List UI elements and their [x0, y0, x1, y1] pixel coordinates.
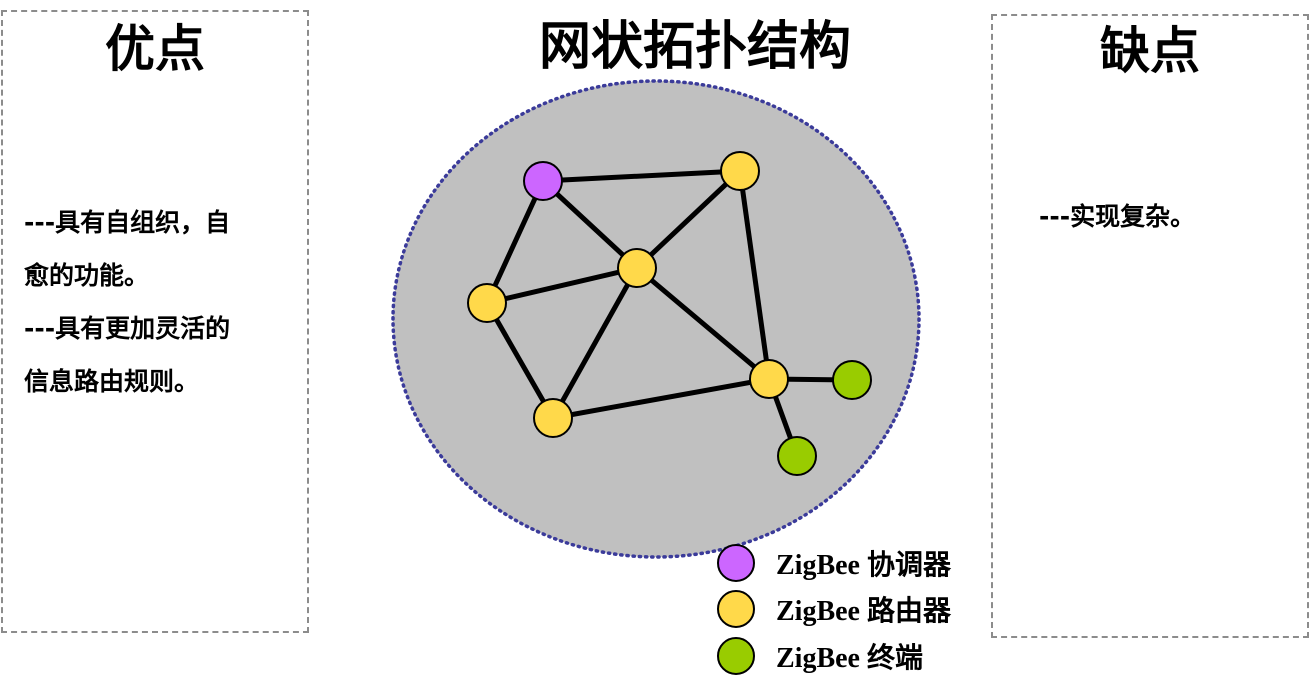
- legend-coordinator-label: ZigBee 协调器: [776, 549, 952, 581]
- advantages-line: ---具有更加灵活的: [24, 314, 231, 343]
- legend-coordinator-icon: [717, 544, 755, 582]
- legend-router-icon: [717, 590, 755, 628]
- disadvantages-panel: 缺点 ---实现复杂。: [991, 14, 1309, 638]
- diagram-title: 网状拓扑结构: [538, 17, 851, 77]
- router-node: [617, 248, 657, 288]
- network-area: [391, 79, 921, 559]
- advantages-panel: 优点 ---具有自组织，自 愈的功能。 ---具有更加灵活的 信息路由规则。: [1, 10, 309, 633]
- link-n1-n2: [542, 168, 741, 184]
- legend-router-label: ZigBee 路由器: [776, 595, 952, 627]
- router-node: [533, 398, 573, 438]
- advantages-text: ---具有自组织，自 愈的功能。 ---具有更加灵活的 信息路由规则。: [24, 196, 294, 408]
- link-n3-n4: [486, 265, 638, 306]
- coordinator-node: [523, 161, 563, 201]
- link-n3-n5: [550, 266, 640, 420]
- disadvantages-line: ---实现复杂。: [1039, 202, 1196, 231]
- router-node: [467, 283, 507, 323]
- disadvantages-heading: 缺点: [1100, 22, 1200, 80]
- advantages-heading: 优点: [105, 20, 205, 78]
- link-n1-n3: [541, 179, 639, 270]
- end-device-node: [777, 436, 817, 476]
- legend-end-device-icon: [717, 637, 755, 675]
- link-n1-n4: [484, 179, 546, 305]
- link-n3-n6: [635, 266, 771, 381]
- link-n2-n6: [737, 170, 772, 380]
- advantages-line: 信息路由规则。: [24, 367, 200, 396]
- legend: ZigBee 协调器 ZigBee 路由器 ZigBee 终端: [717, 544, 952, 675]
- advantages-line: 愈的功能。: [24, 261, 150, 290]
- advantages-line: ---具有自组织，自: [24, 208, 231, 237]
- link-n2-n3: [635, 169, 742, 270]
- link-n5-n6: [552, 376, 770, 421]
- router-node: [749, 359, 789, 399]
- link-n4-n5: [484, 301, 556, 420]
- legend-end-device-label: ZigBee 终端: [776, 642, 923, 674]
- router-node: [720, 151, 760, 191]
- nodes-layer: [467, 151, 872, 476]
- end-device-node: [832, 360, 872, 400]
- disadvantages-text: ---实现复杂。: [1039, 190, 1299, 243]
